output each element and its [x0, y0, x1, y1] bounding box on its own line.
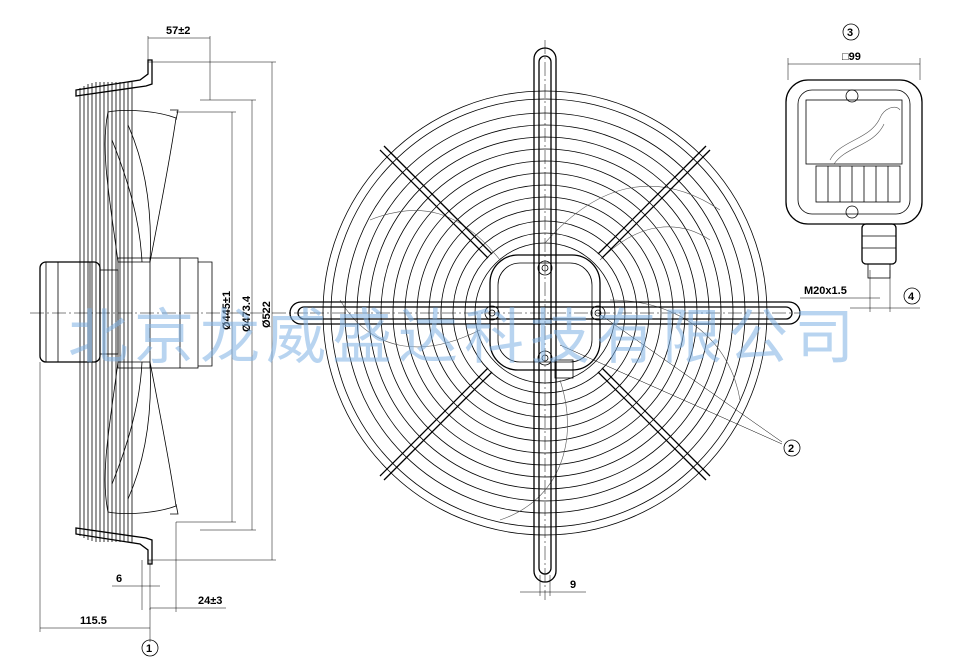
side-blades [104, 109, 213, 515]
watermark: 北京龙威盛达科技有限公司 [68, 303, 860, 373]
side-guard [75, 59, 153, 565]
dim-473: Ø473.4 [241, 295, 253, 332]
callout-circle-3 [842, 23, 860, 41]
callout-1: 1 [146, 643, 152, 655]
terminal-block [815, 165, 901, 203]
thread-label: M20x1.5 [804, 285, 847, 297]
callout-4: 4 [908, 291, 915, 303]
dim-115: 115.5 [80, 615, 107, 627]
dim-6: 6 [116, 573, 122, 585]
mounting-rails [289, 47, 801, 583]
dim-522: Ø522 [261, 301, 273, 328]
callout-circle-1 [141, 639, 159, 657]
dim-9: 9 [570, 579, 576, 591]
callout-2: 2 [788, 443, 794, 455]
front-view: 2 9 [289, 40, 801, 600]
side-view: 57±2 Ø445±1 Ø473.4 Ø522 6 24±3 115.5 1 [30, 25, 310, 657]
callout-3: 3 [847, 27, 853, 39]
terminal-box: 3 □99 M20x1.5 4 [785, 23, 923, 312]
dim-445: Ø445±1 [221, 291, 233, 330]
diagonal-struts [379, 145, 711, 481]
callout-circle-2 [783, 439, 801, 457]
guard-rings [322, 90, 768, 536]
dim-57: 57±2 [166, 25, 190, 37]
dim-99: □99 [842, 51, 861, 63]
callout-circle-4 [903, 287, 921, 305]
dim-24: 24±3 [198, 595, 222, 607]
motor-hub [484, 254, 606, 379]
